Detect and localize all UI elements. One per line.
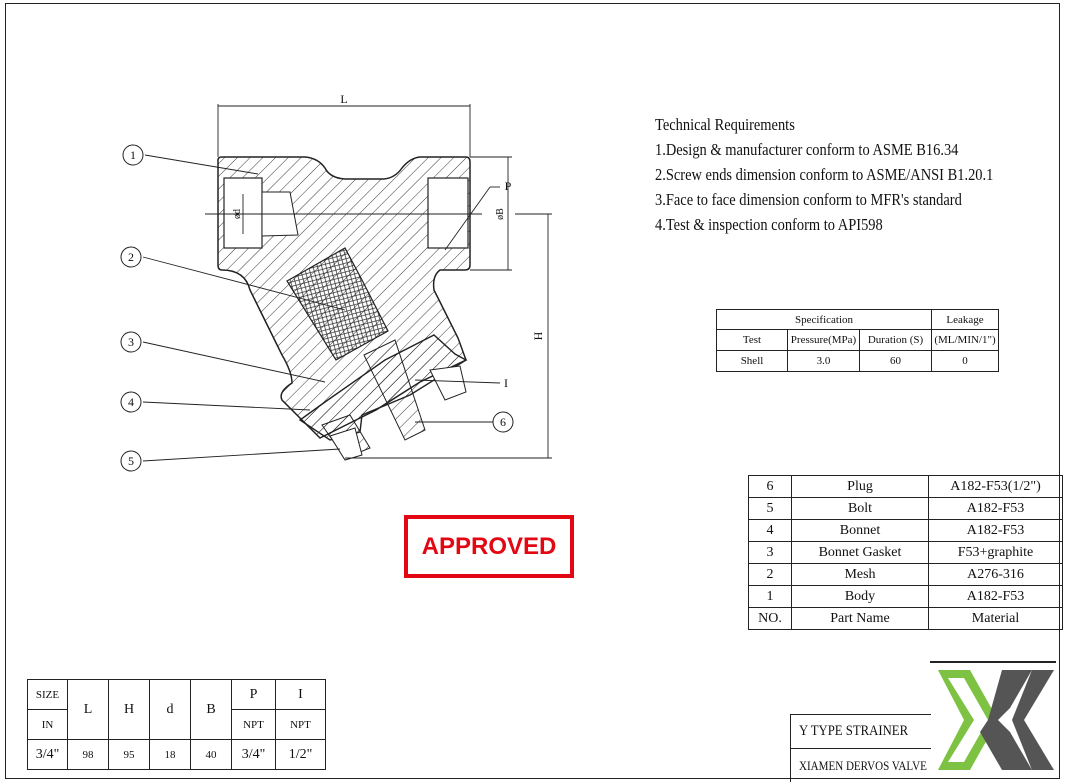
cell: 5 [748, 497, 792, 520]
cell: A182-F53 [928, 585, 1063, 608]
col-P: P [231, 679, 276, 710]
cell: 6 [748, 475, 792, 498]
i-npt: NPT [275, 709, 326, 740]
header-no: NO. [748, 607, 792, 630]
requirement-2: 2.Screw ends dimension conform to ASME/A… [655, 165, 994, 184]
header-part-name: Part Name [791, 607, 929, 630]
balloon-2: 2 [128, 250, 134, 264]
cell: F53+graphite [928, 541, 1063, 564]
size-table: SIZE L H d B P I IN NPT NPT 3/4" 98 95 1… [27, 679, 326, 770]
p-npt: NPT [231, 709, 276, 740]
col-duration: Duration (S) [859, 329, 932, 351]
requirement-3: 3.Face to face dimension conform to MFR'… [655, 190, 962, 209]
product-name: Y TYPE STRAINER [791, 715, 931, 749]
company-name-text: XIAMEN DERVOS VALVE [799, 757, 927, 773]
cell: 98 [67, 739, 109, 770]
cell: A182-F53 [928, 519, 1063, 542]
requirements-title: Technical Requirements [655, 115, 795, 134]
spec-header: Specification [716, 309, 932, 330]
col-L: L [67, 679, 109, 740]
cell: A182-F53 [928, 497, 1063, 520]
requirement-1: 1.Design & manufacturer conform to ASME … [655, 140, 959, 159]
cell: 1/2" [275, 739, 326, 770]
cell: Shell [716, 350, 788, 372]
cell: 60 [859, 350, 932, 372]
requirement-4: 4.Test & inspection conform to API598 [655, 215, 883, 234]
unit-label: IN [27, 709, 68, 740]
logo-gray-right [1012, 670, 1054, 770]
cell: 3 [748, 541, 792, 564]
cell: Bonnet Gasket [791, 541, 929, 564]
dim-B: øB [495, 208, 506, 220]
col-I: I [275, 679, 326, 710]
mesh-screen [286, 247, 389, 361]
logo-green-chevron [938, 670, 998, 770]
balloon-6: 6 [500, 415, 506, 429]
col-test: Test [716, 329, 788, 351]
balloons [120, 144, 514, 472]
cell: 40 [190, 739, 232, 770]
table-row: 3/4" 98 95 18 40 3/4" 1/2" [27, 739, 326, 770]
size-label: SIZE [27, 679, 68, 710]
cell: 18 [149, 739, 191, 770]
cell: 3.0 [787, 350, 860, 372]
cell: 3/4" [27, 739, 68, 770]
cell: 95 [108, 739, 150, 770]
col-H: H [108, 679, 150, 740]
balloon-1: 1 [130, 148, 136, 162]
title-block: Y TYPE STRAINER XIAMEN DERVOS VALVE [790, 714, 931, 782]
sheet-border [5, 3, 1060, 779]
col-leakage: (ML/MIN/1") [931, 329, 999, 351]
cell: Bonnet [791, 519, 929, 542]
cell: Body [791, 585, 929, 608]
logo-gray-chevron [980, 670, 1032, 770]
cell: 0 [931, 350, 999, 372]
company-logo [930, 661, 1056, 770]
dim-L: L [340, 92, 347, 106]
cell: Mesh [791, 563, 929, 586]
bonnet [298, 334, 468, 461]
cell: A276-316 [928, 563, 1063, 586]
header-material: Material [928, 607, 1063, 630]
cell: A182-F53(1/2") [928, 475, 1063, 498]
company-name: XIAMEN DERVOS VALVE [791, 749, 931, 782]
col-d: d [149, 679, 191, 740]
dimension-lines [142, 104, 552, 462]
dim-H: H [531, 331, 545, 340]
dim-I: I [504, 376, 508, 390]
approved-stamp: APPROVED [404, 515, 574, 578]
cell: 4 [748, 519, 792, 542]
balloon-4: 4 [128, 395, 134, 409]
cell: Bolt [791, 497, 929, 520]
col-B: B [190, 679, 232, 740]
cell: 2 [748, 563, 792, 586]
cell: Plug [791, 475, 929, 498]
cell: 3/4" [231, 739, 276, 770]
dim-P: P [505, 179, 512, 193]
leakage-header: Leakage [931, 309, 999, 330]
balloon-5: 5 [128, 454, 134, 468]
dim-d: ød [232, 209, 243, 219]
balloon-3: 3 [128, 335, 134, 349]
col-pressure: Pressure(MPa) [787, 329, 860, 351]
product-name-text: Y TYPE STRAINER [799, 723, 909, 739]
cell: 1 [748, 585, 792, 608]
